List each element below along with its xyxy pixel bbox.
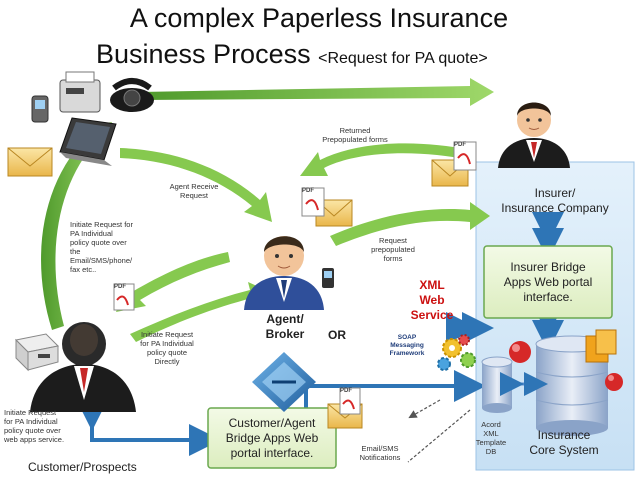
label-customer: Customer/Prospects (28, 460, 137, 474)
pdf-label: PDF (454, 142, 466, 148)
arrow-top-green (140, 78, 494, 106)
label-agent-receive: Agent Receive Request (169, 182, 219, 200)
arrow-agent-receive (120, 148, 272, 222)
dashed-notify-2 (407, 409, 471, 463)
label-initiate-email: Initiate Request for PA Individual polic… (70, 220, 133, 274)
arrow-request-prepop (330, 202, 490, 246)
dashed-notify-1 (408, 399, 441, 419)
pdf-document-icon (113, 141, 477, 415)
page-title-line2: Business Process <Request for PA quote> (96, 38, 488, 75)
insurer-bridge-box (483, 245, 613, 319)
arrow-to-customer (116, 252, 230, 312)
envelope-icon-left (7, 147, 53, 177)
bridge-logo-icon (252, 352, 316, 412)
fax-machine-icon (14, 333, 60, 372)
customer-bridge-label: Customer/Agent Bridge Apps Web portal in… (225, 415, 319, 460)
page-title: A complex Paperless Insurance (129, 3, 509, 33)
label-initiate-direct: Initiate Request for PA Individual polic… (140, 330, 194, 366)
title-subtitle: <Request for PA quote> (318, 50, 488, 67)
label-xml-service: XML Web Service (410, 278, 454, 322)
label-soap: SOAP Messaging Framework (389, 334, 425, 357)
customer-person-icon (30, 322, 136, 412)
customer-bridge-box (207, 407, 337, 469)
label-or: OR (328, 328, 346, 342)
agent-person-icon (244, 236, 334, 310)
label-agent-broker: Agent/ Broker (265, 312, 305, 341)
arrow-direct-request (130, 282, 270, 342)
arrow-returned-forms (300, 143, 470, 176)
devices-icon (31, 71, 154, 166)
label-initiate-web: Initiate Request for PA Individual polic… (4, 408, 65, 444)
label-request-prepop: Request prepopulated forms (371, 236, 415, 263)
label-email-sms: Email/SMS Notifications (359, 444, 401, 462)
database-icon (481, 329, 623, 436)
label-returned-forms: Returned Prepopulated forms (322, 126, 388, 144)
label-insurer: Insurer/ Insurance Company (501, 186, 609, 215)
insurer-person-icon (498, 102, 570, 168)
label-acord: Acord XML Template DB (475, 420, 507, 456)
pdf-label: PDF (340, 388, 352, 394)
label-core-system: Insurance Core System (529, 428, 599, 457)
pdf-label: PDF (302, 188, 314, 194)
connector-customer-bridge (76, 399, 221, 456)
title-main: Business Process (96, 39, 311, 69)
insurer-bridge-label: Insurer Bridge Apps Web portal interface… (503, 259, 593, 304)
gear-icon (437, 334, 476, 371)
pdf-label: PDF (114, 284, 126, 290)
